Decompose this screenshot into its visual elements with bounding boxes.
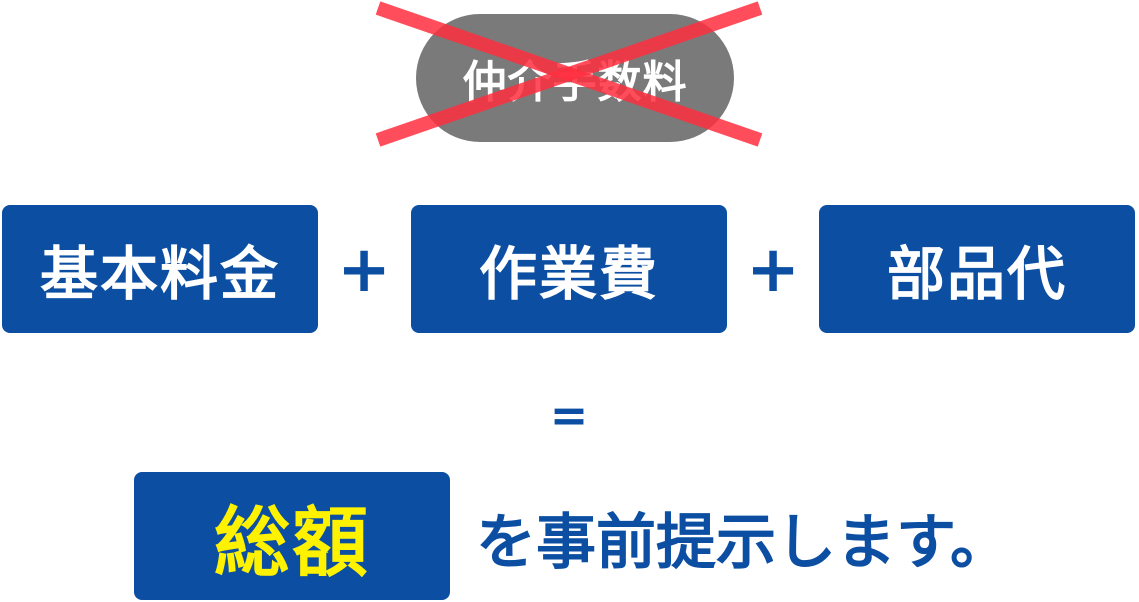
basic-fee-box: 基本料金 — [2, 205, 318, 333]
parts-fee-box: 部品代 — [819, 205, 1135, 333]
work-fee-label: 作業費 — [478, 240, 659, 308]
crossed-out-fee-label: 仲介手数料 — [462, 57, 688, 108]
advance-notice-text: を事前提示します。 — [476, 507, 1010, 578]
basic-fee-label: 基本料金 — [39, 240, 280, 308]
plus-operator: + — [337, 233, 391, 307]
total-amount-label: 総額 — [214, 498, 370, 587]
equals-operator: = — [549, 388, 589, 442]
crossed-out-fee-pill: 仲介手数料 — [416, 14, 734, 142]
work-fee-box: 作業費 — [411, 205, 727, 333]
parts-fee-label: 部品代 — [886, 240, 1067, 308]
plus-operator-2: + — [746, 233, 800, 307]
total-amount-box: 総額 — [134, 472, 450, 600]
